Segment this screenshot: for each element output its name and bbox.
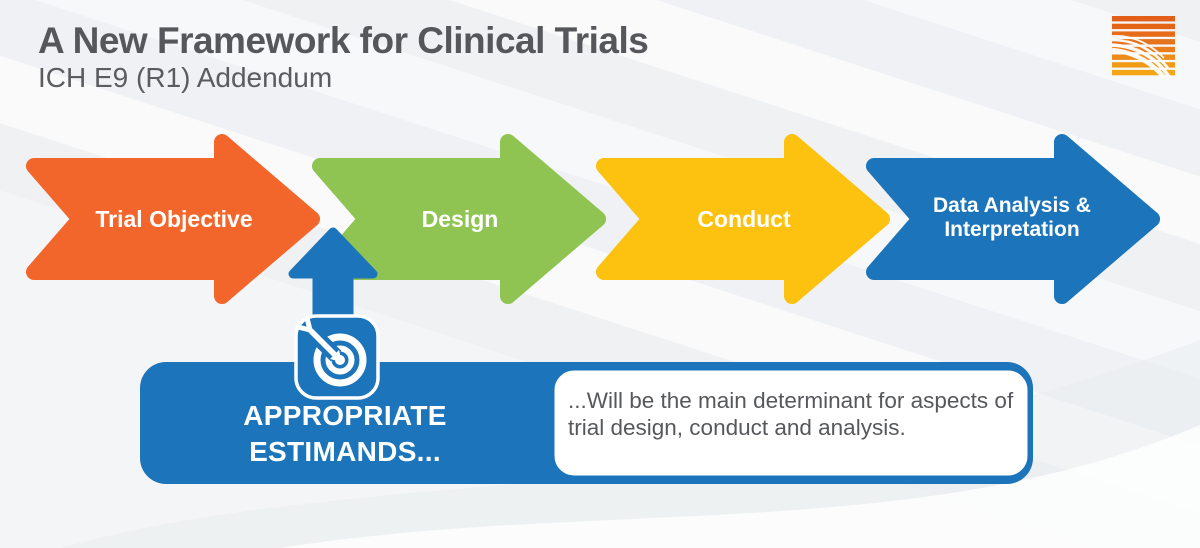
arrow-label-design: Design [421,206,499,232]
page-subtitle: ICH E9 (R1) Addendum [38,62,333,93]
arrow-data-analysis [866,134,1160,304]
company-logo [1112,16,1175,78]
page-title: A New Framework for Clinical Trials [38,20,649,61]
arrow-design [312,134,606,304]
target-dart-icon [295,315,367,387]
logo-swoosh-curves [1112,35,1172,78]
target-badge [294,314,380,400]
description-box [549,365,1033,481]
arrow-label-conduct: Conduct [697,206,791,232]
arrow-label-data-analysis: Data Analysis & Interpretation [933,194,1091,241]
arrow-trial-objective [26,134,320,304]
arrow-conduct [596,134,890,304]
arrow-label-trial-objective: Trial Objective [95,206,253,232]
description-text: ...Will be the main determinant for aspe… [568,388,1014,440]
estimands-heading: APPROPRIATE ESTIMANDS... [243,400,447,468]
